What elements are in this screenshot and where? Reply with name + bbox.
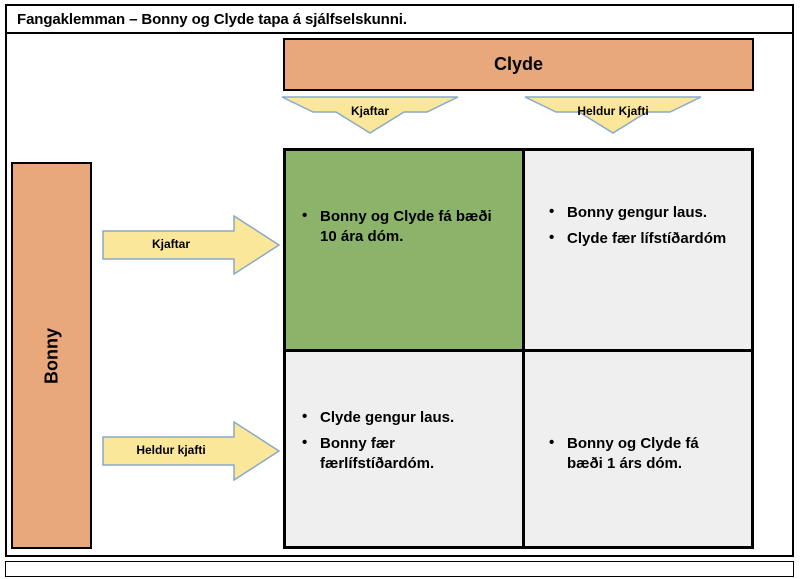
- cell-bullet: Bonny og Clyde fá bæði 10 ára dóm.: [296, 206, 508, 247]
- payoff-matrix: Bonny og Clyde fá bæði 10 ára dóm. Bonny…: [283, 148, 754, 549]
- matrix-cell-kjaftar-heldur: Bonny gengur laus. Clyde fær lífstíðardó…: [525, 151, 751, 352]
- row-player-bar: Bonny: [11, 162, 92, 549]
- matrix-cell-kjaftar-kjaftar: Bonny og Clyde fá bæði 10 ára dóm.: [286, 151, 525, 352]
- cell-bullet-list: Clyde gengur laus. Bonny fær færlífstíða…: [296, 407, 508, 474]
- column-strategy-arrow-2: Heldur Kjafti: [524, 96, 702, 134]
- slide-title-bar: Fangaklemman – Bonny og Clyde tapa á sjá…: [7, 6, 792, 34]
- cell-bullet-list: Bonny gengur laus. Clyde fær lífstíðardó…: [535, 202, 737, 249]
- row-strategy-arrow-1: Kjaftar: [102, 215, 280, 275]
- cell-bullet: Bonny og Clyde fá bæði 1 árs dóm.: [535, 433, 737, 474]
- column-player-bar: Clyde: [283, 38, 754, 91]
- arrow-down-icon: [524, 96, 702, 134]
- row-strategy-label-1: Kjaftar: [151, 237, 190, 251]
- matrix-cell-heldur-heldur: Bonny og Clyde fá bæði 1 árs dóm.: [525, 352, 751, 546]
- cell-bullet: Bonny fær færlífstíðardóm.: [296, 433, 508, 474]
- row-strategy-label-2: Heldur kjafti: [136, 443, 206, 457]
- cell-bullet-list: Bonny og Clyde fá bæði 10 ára dóm.: [296, 206, 508, 247]
- column-strategy-label-2: Heldur Kjafti: [577, 104, 649, 118]
- cell-bullet-list: Bonny og Clyde fá bæði 1 árs dóm.: [535, 433, 737, 474]
- page-title: Fangaklemman – Bonny og Clyde tapa á sjá…: [17, 10, 407, 28]
- slide-border: [5, 4, 794, 557]
- arrow-right-icon: [102, 421, 280, 481]
- row-player-label: Bonny: [41, 327, 61, 384]
- cell-bullet: Clyde gengur laus.: [296, 407, 508, 428]
- matrix-cell-heldur-kjaftar: Clyde gengur laus. Bonny fær færlífstíða…: [286, 352, 525, 546]
- cell-bullet: Bonny gengur laus.: [535, 202, 737, 223]
- row-strategy-arrow-2: Heldur kjafti: [102, 421, 280, 481]
- column-player-label: Clyde: [493, 54, 544, 74]
- arrow-down-icon: [281, 96, 459, 134]
- column-strategy-label-1: Kjaftar: [350, 104, 389, 118]
- arrow-right-icon: [102, 215, 280, 275]
- cell-bullet: Clyde fær lífstíðardóm: [535, 228, 737, 249]
- slide-footer-strip: [5, 561, 794, 577]
- column-strategy-arrow-1: Kjaftar: [281, 96, 459, 134]
